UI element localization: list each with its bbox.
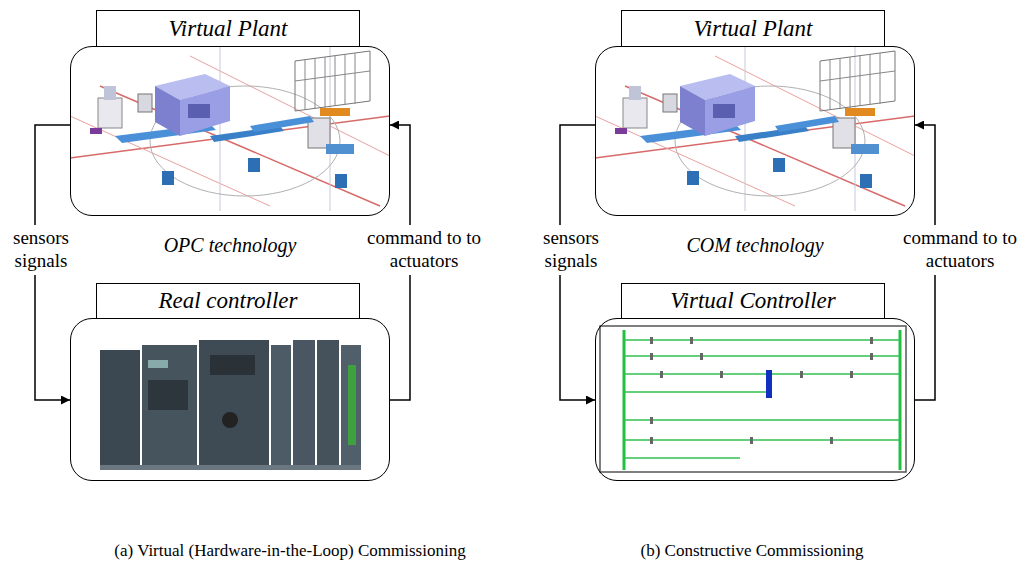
- panel-box: Virtual Plant: [70, 10, 390, 216]
- panel-tab: Virtual Controller: [621, 283, 885, 319]
- plant-illustration: [70, 46, 390, 211]
- technology-label: COM technology: [686, 234, 823, 257]
- panel-title: Virtual Plant: [168, 16, 287, 42]
- sub-caption: (a) Virtual (Hardware-in-the-Loop) Commi…: [114, 541, 465, 561]
- panel-tab: Virtual Plant: [96, 10, 360, 47]
- panel-tab: Virtual Plant: [621, 10, 885, 47]
- panel-body: [70, 46, 390, 216]
- panel-box: Virtual Plant: [595, 10, 915, 216]
- ladder-diagram: [600, 326, 906, 472]
- panel-body: [595, 318, 915, 481]
- panel-box: Virtual Controller: [595, 283, 915, 481]
- panel-body: [595, 46, 915, 216]
- plant-illustration: [595, 46, 915, 211]
- panel-title: Virtual Controller: [670, 288, 835, 314]
- edge-label: sensors signals: [3, 225, 79, 275]
- plc-illustration: [100, 340, 361, 470]
- panel-box: Real controller: [70, 283, 390, 481]
- sub-caption: (b) Constructive Commissioning: [641, 541, 864, 561]
- panel-tab: Real controller: [96, 283, 360, 319]
- technology-label: OPC technology: [164, 234, 297, 257]
- panel-title: Virtual Plant: [693, 16, 812, 42]
- panel-title: Real controller: [158, 288, 297, 314]
- edge-label: command to to actuators: [361, 225, 487, 275]
- edge-label: command to to actuators: [897, 225, 1023, 275]
- panel-body: [70, 318, 390, 481]
- edge-label: sensors signals: [533, 225, 609, 275]
